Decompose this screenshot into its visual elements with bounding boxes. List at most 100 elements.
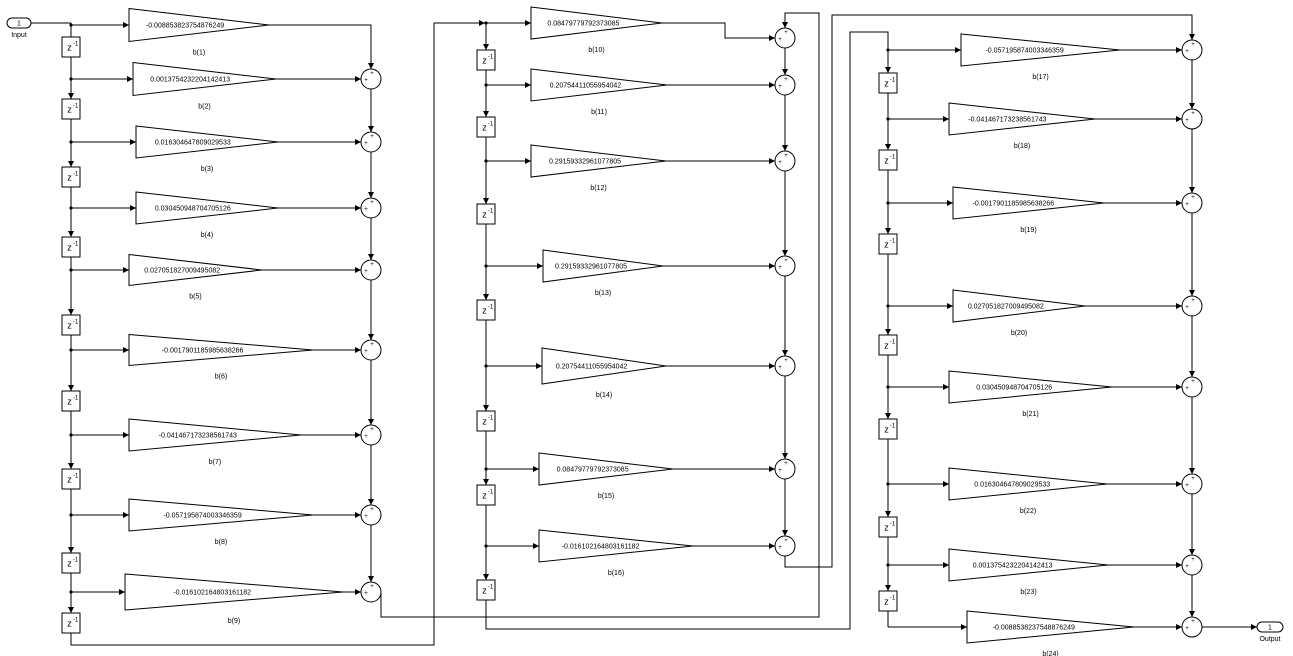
sum-block[interactable]: ++: [774, 27, 796, 49]
unit-delay-block[interactable]: z-1: [878, 233, 898, 255]
arrowhead: [1176, 303, 1182, 309]
sum-block[interactable]: ++: [1181, 554, 1203, 576]
unit-delay-frame: [878, 516, 898, 538]
unit-delay-block[interactable]: z-1: [61, 236, 81, 258]
unit-delay-block[interactable]: z-1: [61, 612, 81, 634]
delay-exponent: -1: [890, 155, 896, 161]
unit-delay-block[interactable]: z-1: [61, 36, 81, 58]
unit-delay-frame: [878, 72, 898, 94]
sum-block[interactable]: ++: [774, 150, 796, 172]
unit-delay-block[interactable]: z-1: [61, 166, 81, 188]
unit-delay-block[interactable]: z-1: [61, 468, 81, 490]
sum-block[interactable]: ++: [360, 131, 382, 153]
unit-delay-block[interactable]: z-1: [476, 579, 496, 601]
sum-block[interactable]: ++: [360, 68, 382, 90]
unit-delay-block[interactable]: z-1: [878, 516, 898, 538]
unit-delay-block[interactable]: z-1: [878, 418, 898, 440]
sum-block[interactable]: ++: [1181, 108, 1203, 130]
arrowhead: [885, 585, 891, 591]
sum-circle: [774, 27, 796, 49]
sum-block[interactable]: ++: [360, 197, 382, 219]
unit-delay-block[interactable]: z-1: [476, 49, 496, 71]
unit-delay-block[interactable]: z-1: [878, 149, 898, 171]
sum-sign-top: +: [370, 584, 374, 590]
delay-z-symbol: z: [884, 597, 889, 607]
unit-delay-block[interactable]: z-1: [61, 314, 81, 336]
sum-block[interactable]: ++: [774, 74, 796, 96]
sum-block[interactable]: ++: [360, 339, 382, 361]
unit-delay-block[interactable]: z-1: [878, 334, 898, 356]
unit-delay-block[interactable]: z-1: [61, 98, 81, 120]
sum-block[interactable]: ++: [1181, 39, 1203, 61]
sum-block[interactable]: ++: [360, 259, 382, 281]
unit-delay-block[interactable]: z-1: [476, 203, 496, 225]
unit-delay-block[interactable]: z-1: [61, 552, 81, 574]
sum-sign-left: +: [1185, 626, 1189, 632]
unit-delay-frame: [61, 314, 81, 336]
sum-block[interactable]: ++: [774, 535, 796, 557]
unit-delay-frame: [61, 552, 81, 574]
delay-z-symbol: z: [884, 79, 889, 89]
unit-delay-block[interactable]: z-1: [476, 299, 496, 321]
sum-block[interactable]: ++: [774, 458, 796, 480]
port-number: 1: [17, 21, 21, 28]
unit-delay-block[interactable]: z-1: [61, 390, 81, 412]
arrowhead: [1189, 549, 1195, 555]
sum-block[interactable]: ++: [1181, 473, 1203, 495]
sum-sign-top: +: [1191, 619, 1195, 625]
sum-block[interactable]: ++: [774, 255, 796, 277]
gain-value: -0.041467173238561743: [968, 117, 1046, 124]
sum-block[interactable]: ++: [1181, 376, 1203, 398]
sum-block[interactable]: ++: [360, 424, 382, 446]
unit-delay-block[interactable]: z-1: [476, 410, 496, 432]
arrowhead: [68, 463, 74, 469]
unit-delay-block[interactable]: z-1: [878, 590, 898, 612]
sum-sign-left: +: [1185, 118, 1189, 124]
sum-block[interactable]: ++: [360, 581, 382, 603]
sum-sign-top: +: [1191, 476, 1195, 482]
sum-block[interactable]: ++: [774, 355, 796, 377]
unit-delay-block[interactable]: z-1: [476, 484, 496, 506]
sum-block[interactable]: ++: [360, 504, 382, 526]
delay-z-symbol: z: [482, 210, 487, 220]
sum-block[interactable]: ++: [1181, 295, 1203, 317]
sum-sign-left: +: [364, 269, 368, 275]
unit-delay-block[interactable]: z-1: [878, 72, 898, 94]
gain-triangle: [948, 548, 1109, 582]
delay-z-symbol: z: [884, 156, 889, 166]
sum-block[interactable]: ++: [1181, 192, 1203, 214]
arrowhead: [483, 294, 489, 300]
unit-delay-frame: [61, 166, 81, 188]
delay-z-symbol: z: [67, 559, 72, 569]
unit-delay-block[interactable]: z-1: [476, 116, 496, 138]
arrowhead: [769, 466, 775, 472]
unit-delay-frame: [878, 233, 898, 255]
sum-block[interactable]: ++: [1181, 616, 1203, 638]
